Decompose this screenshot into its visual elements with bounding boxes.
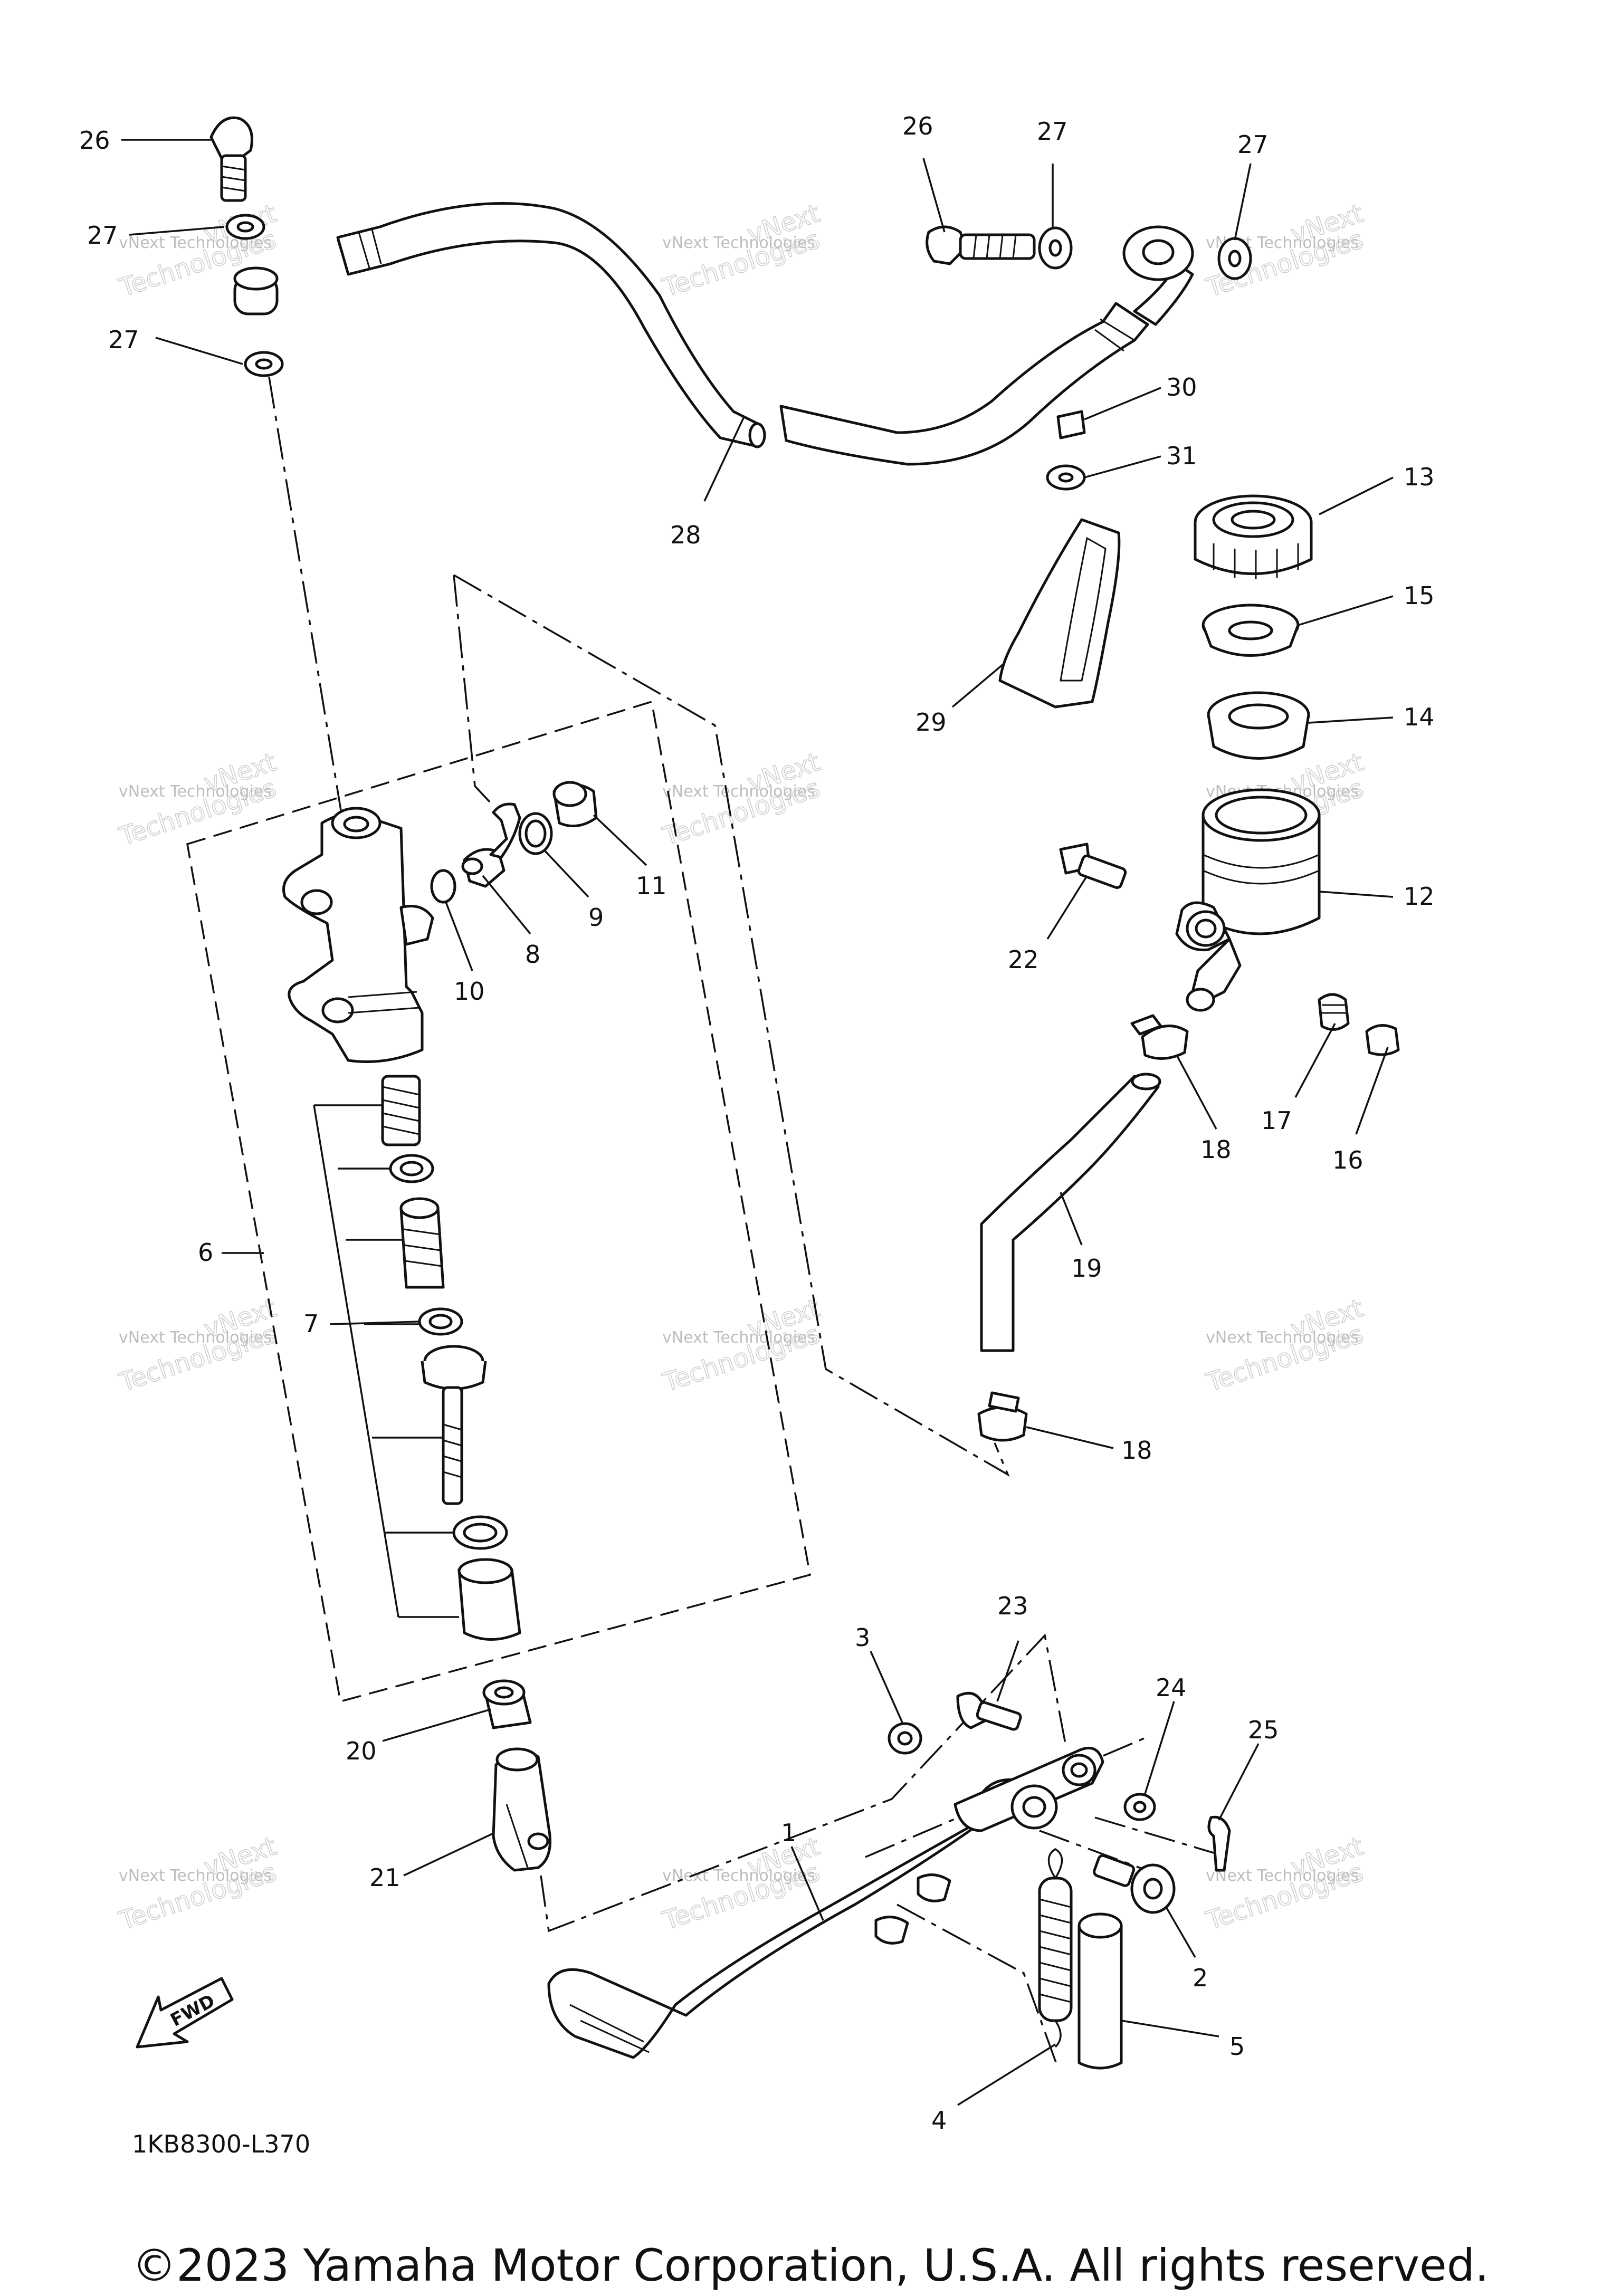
callout-29: 29 (916, 708, 947, 736)
callout-10: 10 (454, 977, 485, 1006)
bolt-2 (1093, 1854, 1176, 1914)
callout-6: 6 (198, 1238, 213, 1267)
watermark-text: vNext Technologies (119, 782, 272, 801)
watermark-text: vNext Technologies (662, 234, 815, 252)
watermark-text: vNext Technologies (1206, 1867, 1359, 1885)
clevis-21 (492, 1747, 551, 1872)
callout-8: 8 (525, 940, 540, 969)
callout-20: 20 (346, 1737, 377, 1765)
callout-18-upper: 18 (1200, 1135, 1232, 1164)
callout-27-top-right-b: 27 (1237, 130, 1269, 159)
watermark-text: vNext Technologies (662, 782, 815, 801)
callout-5: 5 (1229, 2032, 1245, 2061)
callout-17: 17 (1261, 1106, 1292, 1135)
callout-labels: 26 27 27 27 26 27 27 28 30 31 13 15 29 1… (79, 112, 1435, 2135)
o-ring-10 (430, 869, 456, 904)
diagram-code: 1KB8300-L370 (132, 2130, 310, 2158)
spring-4 (1038, 1848, 1073, 2048)
callout-11: 11 (636, 872, 667, 900)
piston-kit-6 (381, 1075, 521, 1641)
watermark-text: vNext Technologies (662, 1867, 815, 1885)
sleeve-5 (1078, 1912, 1123, 2070)
callout-30: 30 (1166, 373, 1197, 401)
clamp-18-lower (977, 1406, 1028, 1442)
guide-lines (186, 377, 1219, 2069)
callout-21: 21 (369, 1863, 401, 1892)
callout-26-top-right: 26 (902, 112, 933, 140)
callout-26-left: 26 (79, 126, 110, 155)
callout-4: 4 (931, 2106, 947, 2135)
master-cylinder (282, 807, 434, 1063)
callout-28: 28 (670, 521, 701, 549)
callout-14: 14 (1404, 703, 1435, 731)
callout-22: 22 (1008, 945, 1039, 974)
callout-3: 3 (855, 1623, 870, 1652)
callout-16: 16 (1332, 1146, 1363, 1174)
callout-19: 19 (1071, 1254, 1102, 1283)
callout-27-left-lower: 27 (108, 326, 139, 354)
watermark-text: vNext Technologies (662, 1328, 815, 1347)
watermark-text: vNext Technologies (119, 1867, 272, 1885)
watermark-text: vNext Technologies (1206, 1328, 1359, 1347)
callout-18-lower: 18 (1121, 1436, 1152, 1465)
callout-15: 15 (1404, 581, 1435, 610)
cotter-pin-25 (1207, 1815, 1231, 1872)
callout-13: 13 (1404, 463, 1435, 491)
callout-1: 1 (781, 1819, 796, 1847)
guard-29 (998, 518, 1121, 709)
callout-31: 31 (1166, 442, 1197, 470)
reservoir-12 (1175, 788, 1321, 1012)
banjo-bolt-right (926, 225, 1036, 265)
callout-25: 25 (1248, 1716, 1279, 1744)
banjo-bolt-left (209, 116, 253, 202)
nut-20 (482, 1679, 532, 1729)
callout-23: 23 (997, 1592, 1028, 1620)
copyright-notice: ©2023 Yamaha Motor Corporation, U.S.A. A… (132, 2240, 1489, 2291)
callout-2: 2 (1193, 1964, 1208, 1992)
reservoir-cap-13 (1194, 494, 1313, 579)
part-shapes (136, 116, 1400, 2070)
cap-16 (1365, 1024, 1400, 1056)
callout-12: 12 (1404, 882, 1435, 911)
callout-27-left-upper: 27 (87, 221, 118, 250)
callout-9: 9 (588, 903, 604, 932)
callout-24: 24 (1156, 1673, 1187, 1702)
watermark-text: vNext Technologies (119, 1328, 272, 1347)
brake-pedal-1 (547, 1746, 1104, 2059)
callout-27-top-right-a: 27 (1037, 117, 1068, 146)
callout-7: 7 (303, 1309, 319, 1338)
grommet-17 (1318, 993, 1350, 1031)
reservoir-hose-19 (980, 1075, 1160, 1352)
fwd-arrow (136, 1977, 234, 2049)
bolt-30 (1056, 410, 1086, 439)
callout-leaders (121, 139, 1394, 2106)
